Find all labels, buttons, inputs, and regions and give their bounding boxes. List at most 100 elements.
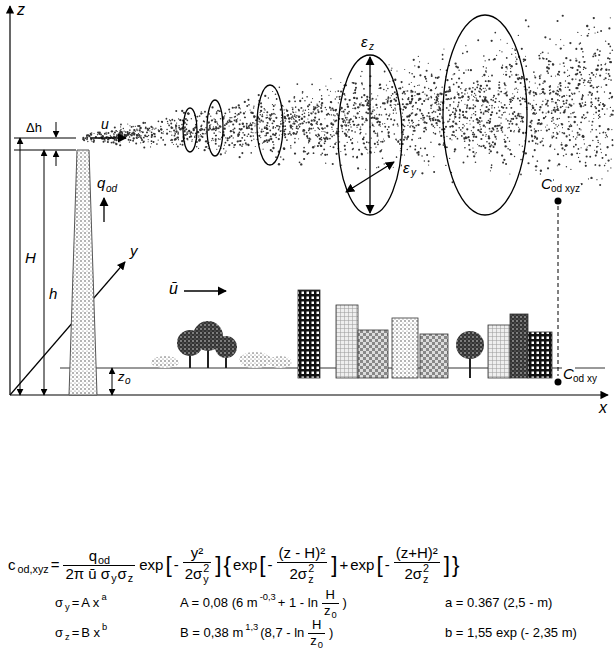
plume-particle	[344, 149, 346, 151]
plume-particle	[453, 131, 454, 132]
plume-particle	[227, 139, 229, 141]
plume-particle	[476, 80, 478, 82]
plume-particle	[160, 128, 162, 130]
plume-particle	[299, 126, 300, 127]
plume-particle	[303, 121, 305, 123]
plume-particle	[199, 139, 201, 141]
plume-particle	[498, 110, 500, 112]
plume-particle	[558, 125, 559, 126]
plume-particle	[491, 40, 493, 42]
plume-particle	[266, 111, 268, 113]
plume-particle	[513, 97, 515, 99]
plume-particle	[275, 114, 276, 115]
plume-particle	[572, 112, 574, 114]
plume-particle	[293, 112, 294, 113]
plume-particle	[146, 131, 148, 133]
plume-particle	[212, 119, 213, 120]
plume-particle	[548, 60, 550, 62]
plume-particle	[494, 58, 496, 60]
plume-particle	[575, 87, 577, 89]
plume-particle	[569, 89, 571, 91]
plume-particle	[314, 116, 316, 118]
plume-particle	[563, 155, 565, 157]
plume-particle	[610, 17, 611, 18]
plume-particle	[180, 144, 181, 145]
plume-particle	[114, 139, 116, 141]
plume-particle	[330, 91, 331, 92]
plume-particle	[292, 111, 293, 112]
plume-particle	[488, 80, 490, 82]
plume-particle	[308, 152, 310, 154]
plume-particle	[496, 138, 497, 139]
plume-particle	[259, 112, 260, 113]
plume-particle	[89, 135, 91, 137]
plume-particle	[329, 106, 330, 107]
plume-particle	[152, 129, 153, 130]
plume-particle	[448, 98, 450, 100]
plume-particle	[488, 142, 490, 144]
plume-particle	[102, 141, 104, 143]
plume-particle	[521, 48, 523, 50]
plume-particle	[348, 125, 349, 126]
plume-particle	[490, 130, 492, 132]
plume-particle	[488, 120, 490, 122]
plume-particle	[502, 131, 504, 133]
plume-particle	[552, 90, 554, 92]
plume-particle	[376, 117, 378, 119]
plume-particle	[400, 150, 401, 151]
plume-particle	[266, 124, 268, 126]
plume-particle	[588, 121, 589, 122]
plume-particle	[248, 104, 250, 106]
plume-particle	[321, 137, 323, 139]
plume-particle	[455, 66, 457, 68]
plume-particle	[520, 174, 522, 176]
plume-particle	[457, 93, 459, 95]
plume-particle	[419, 137, 421, 139]
plume-particle	[153, 128, 154, 129]
plume-particle	[119, 131, 121, 133]
plume-particle	[538, 55, 540, 57]
plume-particle	[485, 80, 487, 82]
plume-particle	[586, 111, 588, 113]
plume-particle	[91, 141, 92, 142]
plume-particle	[494, 144, 495, 145]
plume-particle	[596, 179, 597, 180]
plume-particle	[302, 97, 304, 99]
plume-particle	[97, 134, 98, 135]
plume-particle	[464, 125, 465, 126]
plume-particle	[567, 128, 569, 130]
plume-particle	[384, 140, 385, 141]
plume-particle	[468, 136, 470, 138]
plume-particle	[267, 122, 268, 123]
plume-particle	[472, 147, 473, 148]
plume-particle	[529, 125, 531, 127]
plume-particle	[521, 76, 522, 77]
plume-particle	[610, 61, 612, 63]
plume-particle	[535, 170, 536, 171]
plume-particle	[228, 144, 230, 146]
plume-particle	[287, 114, 289, 116]
plume-particle	[353, 97, 355, 99]
plume-particle	[599, 114, 600, 115]
plume-particle	[499, 125, 501, 127]
plume-particle	[402, 116, 403, 117]
plume-particle	[306, 96, 308, 98]
plume-particle	[254, 123, 255, 124]
plume-particle	[209, 125, 211, 127]
plume-particle	[570, 104, 572, 106]
plume-particle	[563, 132, 565, 134]
plume-particle	[556, 133, 558, 135]
plume-particle	[490, 150, 492, 152]
plume-particle	[430, 120, 432, 122]
plume-particle	[359, 105, 360, 106]
plume-particle	[373, 109, 374, 110]
plume-particle	[490, 114, 492, 116]
plume-particle	[178, 139, 179, 140]
plume-particle	[307, 137, 309, 139]
plume-particle	[215, 130, 217, 132]
plume-particle	[468, 144, 470, 146]
plume-particle	[525, 56, 526, 57]
plume-particle	[260, 131, 262, 133]
plume-particle	[321, 98, 323, 100]
plume-particle	[510, 120, 512, 122]
